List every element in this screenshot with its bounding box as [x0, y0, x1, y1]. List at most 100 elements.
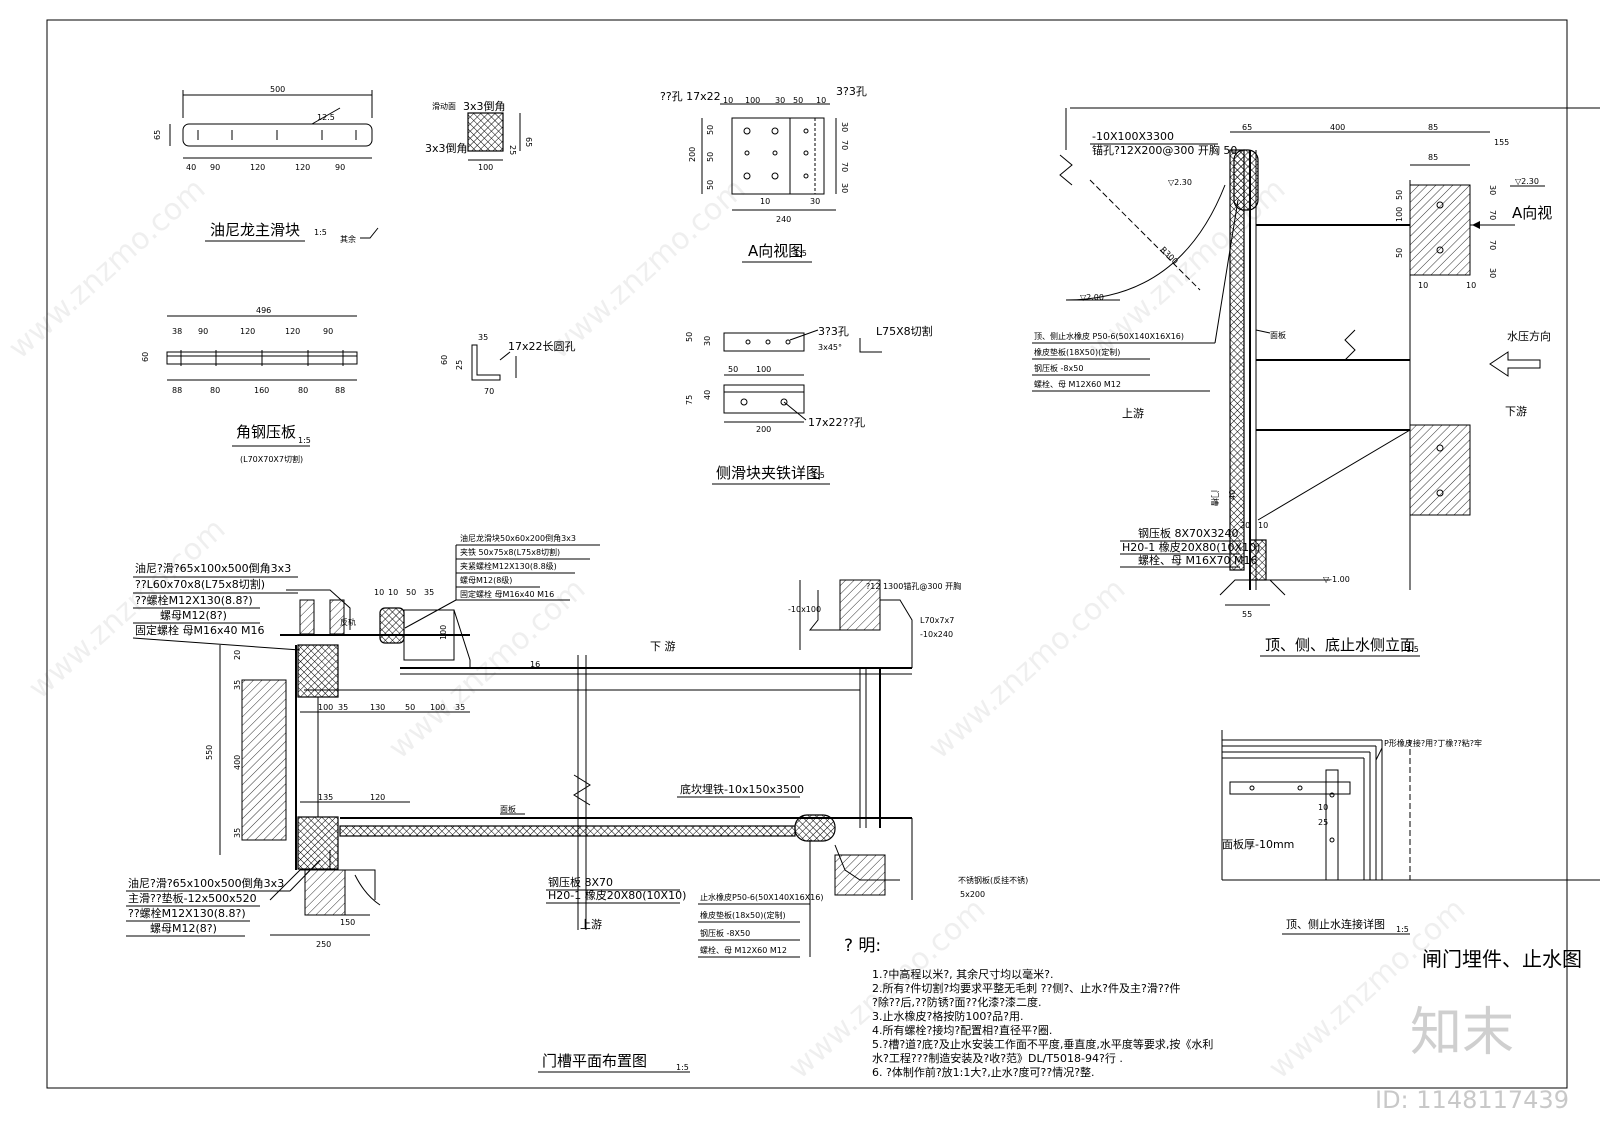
svg-text:50: 50 [1395, 190, 1404, 200]
svg-text:主滑??垫板-12x500x520: 主滑??垫板-12x500x520 [128, 891, 257, 905]
svg-text:70: 70 [1488, 240, 1497, 250]
svg-text:10: 10 [388, 588, 398, 597]
svg-text:70: 70 [840, 140, 849, 150]
svg-text:200: 200 [756, 425, 771, 434]
svg-text:40: 40 [186, 163, 196, 172]
svg-text:75: 75 [685, 395, 694, 405]
svg-text:10: 10 [1258, 521, 1268, 530]
a-view-title: A向视图 [748, 242, 803, 260]
svg-text:固定螺栓 母M16x40 M16: 固定螺栓 母M16x40 M16 [460, 589, 554, 599]
svg-text:90: 90 [323, 327, 333, 336]
svg-text:www.znzmo.com: www.znzmo.com [922, 572, 1132, 766]
main-slider-title: 油尼龙主滑块 [210, 221, 300, 239]
main-slider-view: 500 12.5 65 40 90 120 120 90 油尼龙主滑块 1:5 … [153, 85, 379, 244]
a-view: ??孔 17x22 3?3孔 10 100 30 50 10 200 50 50… [660, 85, 867, 263]
svg-text:120: 120 [370, 793, 385, 802]
svg-text:螺栓、母 M12X60 M12: 螺栓、母 M12X60 M12 [700, 945, 787, 955]
svg-text:3x3倒角: 3x3倒角 [463, 100, 506, 113]
svg-text:2.所有?件切割?均要求平整无毛刺 ??侧?、止水?件及主?: 2.所有?件切割?均要求平整无毛刺 ??侧?、止水?件及主?滑??件 [872, 981, 1181, 995]
svg-text:▽2.00: ▽2.00 [1080, 293, 1104, 302]
seal-connection-title: 顶、侧止水连接详图 [1286, 917, 1385, 931]
svg-text:240: 240 [776, 215, 791, 224]
svg-text:www.znzmo.com: www.znzmo.com [542, 172, 752, 366]
svg-text:-10x240: -10x240 [920, 630, 953, 639]
svg-text:止水橡皮P50-6(50X140X16X16): 止水橡皮P50-6(50X140X16X16) [700, 892, 823, 902]
svg-text:钢压板 -8X50: 钢压板 -8X50 [700, 928, 750, 938]
angle-plate-title: 角钢压板 [236, 423, 296, 441]
svg-text:30: 30 [840, 122, 849, 132]
svg-text:120: 120 [285, 327, 300, 336]
svg-text:400: 400 [233, 755, 242, 770]
svg-text:夹紧螺栓M12X130(8.8级): 夹紧螺栓M12X130(8.8级) [460, 561, 557, 571]
svg-text:10: 10 [760, 197, 770, 206]
svg-text:▽-1.00: ▽-1.00 [1323, 575, 1350, 584]
svg-text:35: 35 [233, 680, 242, 690]
svg-text:油尼?滑?65x100x500倒角3x3: 油尼?滑?65x100x500倒角3x3 [128, 876, 284, 890]
a-direction-label: A向视 [1512, 204, 1552, 222]
svg-text:60: 60 [440, 355, 449, 365]
svg-text:88: 88 [172, 386, 182, 395]
svg-text:135: 135 [318, 793, 333, 802]
svg-text:12.5: 12.5 [317, 113, 335, 122]
svg-text:▽2.30: ▽2.30 [1168, 178, 1192, 187]
svg-text:35: 35 [233, 828, 242, 838]
svg-text:30: 30 [810, 197, 820, 206]
svg-text:50: 50 [793, 96, 803, 105]
angle-plate-view: 496 38 90 120 120 90 60 88 80 160 80 88 … [141, 306, 358, 464]
svg-text:70: 70 [1488, 210, 1497, 220]
svg-text:50: 50 [706, 125, 715, 135]
svg-text:3?3孔: 3?3孔 [836, 85, 867, 98]
svg-text:65: 65 [153, 130, 162, 140]
svg-text:??螺栓M12X130(8.8?): ??螺栓M12X130(8.8?) [128, 906, 246, 920]
svg-text:40: 40 [703, 390, 712, 400]
svg-text:30: 30 [840, 183, 849, 193]
svg-text:17x22长圆孔: 17x22长圆孔 [508, 340, 576, 353]
seal-connection-view: P形橡皮接?用?丁橡??粘?牢 面板厚-10mm 10 25 顶、侧止水连接详图… [1221, 730, 1600, 935]
svg-text:??L60x70x8(L75x8切割): ??L60x70x8(L75x8切割) [135, 577, 265, 591]
svg-text:60: 60 [141, 352, 150, 362]
svg-text:35: 35 [478, 333, 488, 342]
svg-text:35: 35 [424, 588, 434, 597]
svg-text:50: 50 [685, 332, 694, 342]
plan-view: 油尼?滑?65x100x500倒角3x3 ??L60x70x8(L75x8切割)… [126, 533, 1028, 1073]
svg-text:L75X8切割: L75X8切割 [876, 324, 933, 338]
svg-text:水压方向: 水压方向 [1507, 329, 1551, 343]
notes-block: ? 明: 1.?中高程以米?, 其余尺寸均以毫米?. 2.所有?件切割?均要求平… [844, 936, 1213, 1079]
svg-text:10: 10 [1318, 803, 1328, 812]
svg-text:50: 50 [728, 365, 738, 374]
svg-text:滑动面: 滑动面 [432, 101, 456, 111]
svg-text:面板: 面板 [500, 804, 516, 814]
slider-section-view: 滑动面 3x3倒角 3x3倒角 100 65 25 [425, 100, 533, 172]
svg-text:??螺栓M12X130(8.8?): ??螺栓M12X130(8.8?) [135, 593, 253, 607]
svg-text:25: 25 [508, 145, 517, 155]
svg-text:80: 80 [210, 386, 220, 395]
svg-text:50: 50 [1395, 248, 1404, 258]
svg-text:85: 85 [1428, 153, 1438, 162]
svg-text:?12 1300锚孔@300 开胸: ?12 1300锚孔@300 开胸 [866, 581, 961, 591]
svg-text:-10x100: -10x100 [788, 605, 821, 614]
svg-text:下 游: 下 游 [650, 640, 676, 653]
plan-title: 门槽平面布置图 [542, 1052, 647, 1070]
svg-text:钢压板 -8x50: 钢压板 -8x50 [1034, 363, 1083, 373]
svg-text:16: 16 [530, 660, 540, 669]
svg-text:10: 10 [1418, 281, 1428, 290]
svg-text:80: 80 [298, 386, 308, 395]
svg-text:35: 35 [338, 703, 348, 712]
svg-text:3x45°: 3x45° [818, 343, 842, 352]
svg-text:-10X100X3300: -10X100X3300 [1092, 130, 1174, 143]
svg-text:1:5: 1:5 [794, 249, 807, 258]
svg-text:55: 55 [1242, 610, 1252, 619]
sheet-border [46, 19, 1568, 1089]
svg-text:400: 400 [1330, 123, 1345, 132]
svg-text:▽2.30: ▽2.30 [1515, 177, 1539, 186]
svg-text:1:5: 1:5 [676, 1063, 689, 1072]
svg-text:100: 100 [745, 96, 760, 105]
svg-text:面板厚-10mm: 面板厚-10mm [1222, 837, 1294, 851]
svg-text:30: 30 [1488, 185, 1497, 195]
notes-heading: ? 明: [844, 936, 881, 956]
svg-text:5x200: 5x200 [960, 890, 985, 899]
svg-text:120: 120 [295, 163, 310, 172]
svg-text:P形橡皮接?用?丁橡??粘?牢: P形橡皮接?用?丁橡??粘?牢 [1384, 738, 1482, 748]
svg-text:150: 150 [340, 918, 355, 927]
svg-text:3?3孔: 3?3孔 [818, 325, 849, 338]
